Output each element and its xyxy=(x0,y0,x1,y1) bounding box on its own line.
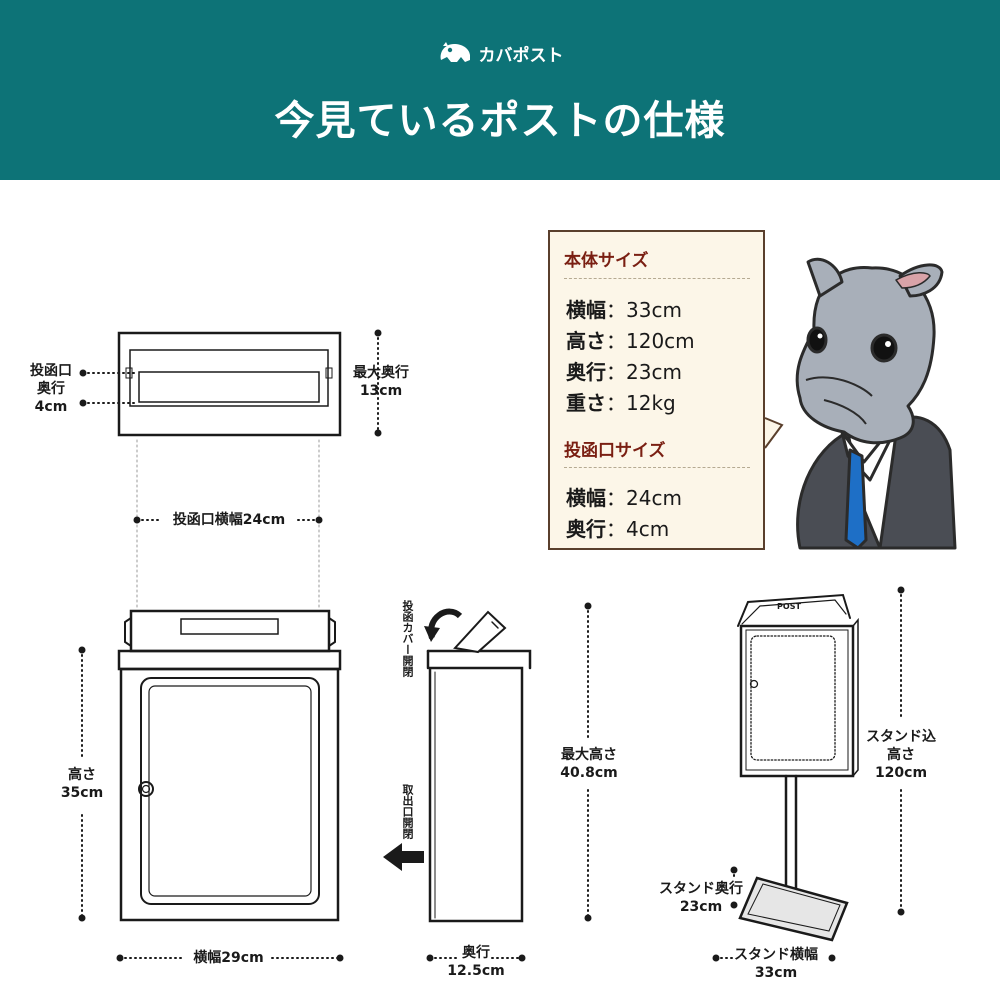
spec-row-label: 重さ xyxy=(566,391,606,415)
max-height-value: 40.8cm xyxy=(560,765,618,781)
hippo-logo-icon xyxy=(440,42,470,62)
spec-row-value: ：24cm xyxy=(606,486,682,510)
slot-depth-label-line1: 投函口 xyxy=(30,363,72,379)
spec-row-slot-depth: 奥行：4cm xyxy=(566,513,669,542)
spec-row-body-height: 高さ：120cm xyxy=(566,325,695,354)
depth-label-line1: 奥行 xyxy=(462,945,490,961)
max-height-label-line1: 最大高さ xyxy=(561,747,617,763)
max-depth-label-line1: 最大奥行 xyxy=(353,365,409,381)
depth-value: 12.5cm xyxy=(447,963,505,979)
max-height-label: 最大高さ 40.8cm xyxy=(554,746,624,782)
spec-row-body-depth: 奥行：23cm xyxy=(566,356,682,385)
spec-row-label: 高さ xyxy=(566,329,606,353)
rotate-arrow-icon xyxy=(424,608,463,642)
top-view xyxy=(117,331,342,437)
stand-width-label: スタンド横幅 33cm xyxy=(730,946,822,982)
spec-row-label: 横幅 xyxy=(566,298,606,322)
spec-divider xyxy=(564,467,750,468)
spec-box: 本体サイズ 横幅：33cm 高さ：120cm 奥行：23cm 重さ：12kg 投… xyxy=(548,230,765,550)
pull-arrow-icon xyxy=(383,843,424,871)
stand-height-value: 120cm xyxy=(874,765,928,781)
cover-open-label: 投函カバー開閉 xyxy=(401,600,414,677)
stand-width-value: 33cm xyxy=(754,965,798,981)
spec-row-value: ：33cm xyxy=(606,298,682,322)
spec-row-body-width: 横幅：33cm xyxy=(566,294,682,323)
post-plate-text: POST xyxy=(777,602,801,611)
stand-height-label: スタンド込 高さ 120cm xyxy=(861,728,941,782)
spec-divider xyxy=(564,278,750,279)
max-depth-value: 13cm xyxy=(359,383,403,399)
slot-depth-label: 投函口 奥行 4cm xyxy=(28,362,74,416)
max-depth-label: 最大奥行 13cm xyxy=(346,364,416,400)
spec-row-body-weight: 重さ：12kg xyxy=(566,387,676,416)
brand-name: カバポスト xyxy=(478,45,564,66)
front-view xyxy=(117,609,342,922)
spec-row-value: ：12kg xyxy=(606,391,676,415)
dimension-endpoints xyxy=(78,329,905,962)
stand-depth-label-line1: スタンド奥行 xyxy=(659,881,743,897)
header-banner: カバポスト 今見ているポストの仕様 xyxy=(0,0,1000,180)
spec-row-value: ：23cm xyxy=(606,360,682,384)
height-value: 35cm xyxy=(60,785,104,801)
page-title: 今見ているポストの仕様 xyxy=(274,98,726,144)
slot-depth-label-line2: 奥行 xyxy=(37,381,65,397)
spec-row-value: ：4cm xyxy=(606,517,670,541)
stand-width-label-line1: スタンド横幅 xyxy=(734,947,818,963)
side-view xyxy=(426,610,532,923)
stand-height-label-line2: 高さ xyxy=(887,747,915,763)
slot-width-label: 投函口横幅24cm xyxy=(172,512,286,528)
spec-row-value: ：120cm xyxy=(606,329,695,353)
height-label: 高さ 35cm xyxy=(52,766,112,802)
spec-row-slot-width: 横幅：24cm xyxy=(566,482,682,511)
slot-depth-value: 4cm xyxy=(34,399,68,415)
body-size-heading: 本体サイズ xyxy=(564,251,649,271)
spec-row-label: 奥行 xyxy=(566,517,606,541)
brand[interactable]: カバポスト xyxy=(0,40,1000,66)
height-label-line1: 高さ xyxy=(68,767,96,783)
spec-row-label: 横幅 xyxy=(566,486,606,510)
stand-height-label-line1: スタンド込 xyxy=(866,729,936,745)
stand-depth-label: スタンド奥行 23cm xyxy=(656,880,746,916)
hippo-mascot-illustration xyxy=(795,257,957,550)
depth-label: 奥行 12.5cm xyxy=(440,944,512,980)
outlet-open-label: 取出口開閉 xyxy=(401,784,414,839)
stand-depth-value: 23cm xyxy=(679,899,723,915)
width-label: 横幅29cm xyxy=(193,950,264,966)
spec-row-label: 奥行 xyxy=(566,360,606,384)
stand-view xyxy=(737,593,859,942)
slot-size-heading: 投函口サイズ xyxy=(564,441,666,461)
